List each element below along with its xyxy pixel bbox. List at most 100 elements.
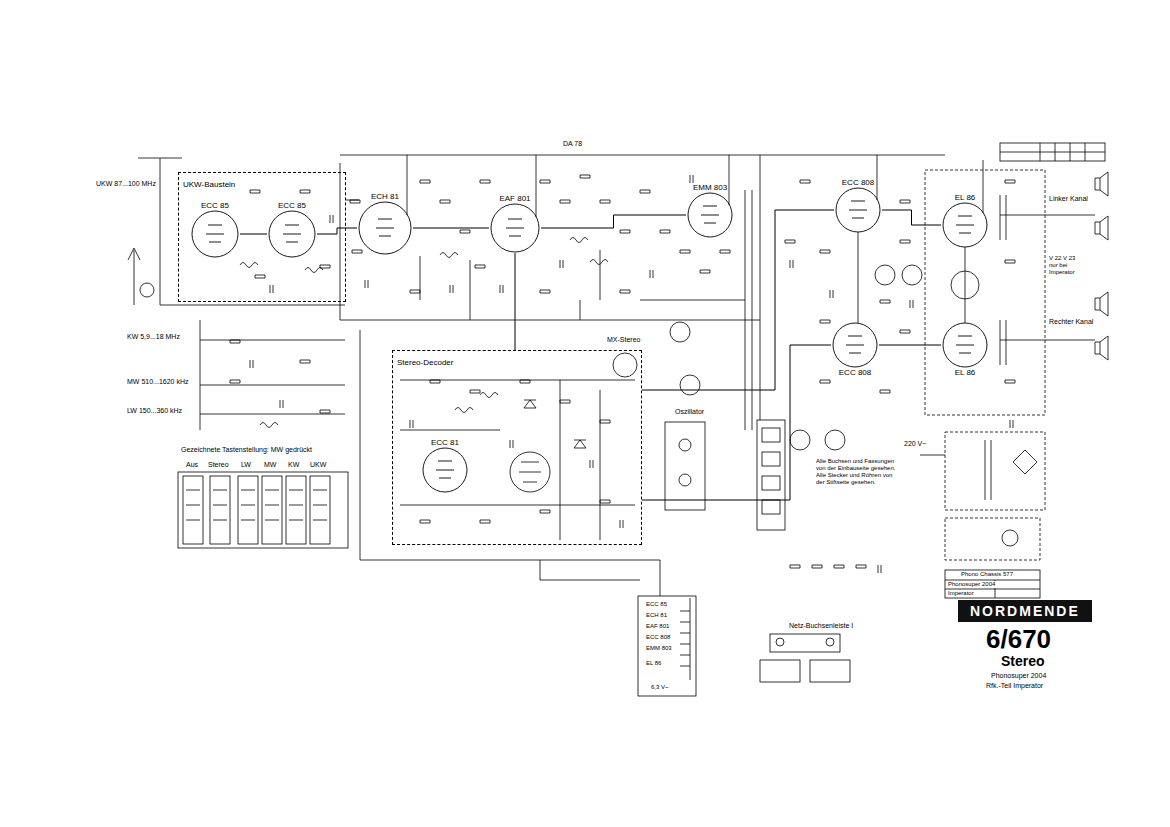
schematic-label: UKW [309, 461, 327, 469]
schematic-label: Rfk.-Teil Imperator [985, 682, 1044, 690]
socket-symbol [613, 353, 637, 377]
tube-type: ECC 808 [839, 368, 871, 377]
tube-type: ECH 81 [371, 192, 399, 201]
tube-type: ECC 85 [201, 201, 229, 210]
tube-envelope [422, 447, 468, 493]
schematic-label: MW [263, 461, 277, 469]
tube-envelope [943, 203, 987, 247]
plug-diagram [762, 428, 780, 442]
tube-envelope [833, 323, 877, 367]
switch-bank [186, 490, 327, 520]
schematic-label: Stereo [207, 461, 230, 469]
module-outline [925, 170, 1045, 560]
tube-electrode [206, 225, 224, 242]
coil-symbol [985, 195, 1006, 500]
module-outline [945, 432, 1045, 510]
schematic-label: MX-Stereo [606, 336, 641, 344]
tube-envelope [942, 322, 988, 368]
schematic-label: DA 78 [562, 140, 583, 148]
brand-logo: NORDMENDE [958, 600, 1092, 622]
switch-bank [310, 476, 330, 544]
signal-wire [413, 228, 489, 229]
socket-symbol [875, 265, 895, 285]
tube-electrode [506, 219, 524, 236]
signal-wire [317, 228, 357, 234]
tube-envelope [269, 211, 315, 257]
capacitor-symbol [250, 175, 1013, 573]
plug-diagram [679, 474, 691, 486]
diode-symbol [524, 400, 1037, 474]
tube-type: EAF 801 [499, 194, 530, 203]
tube-symbol: ECC 808 [831, 322, 879, 377]
schematic-label: LW [240, 461, 252, 469]
mains-socket [760, 660, 800, 682]
coil-symbol [240, 195, 1006, 500]
mains-socket [770, 634, 840, 652]
antenna-symbol [140, 283, 154, 297]
schematic-label: Phonosuper 2004 [990, 672, 1047, 680]
module-outline [925, 170, 1045, 415]
schematic-label: V 22 V 23 nur bei Imperator [1048, 255, 1086, 276]
table-grid [638, 596, 696, 696]
socket-symbol [680, 375, 700, 395]
schematic-label: Linker Kanal [1048, 195, 1089, 203]
tube-envelope [359, 202, 411, 254]
table-grid [638, 143, 1105, 696]
tube-symbol: ECC 81 [421, 438, 469, 493]
tube-symbol: ECC 808 [834, 178, 882, 233]
plug-diagram [665, 420, 785, 530]
plug-diagram [679, 439, 691, 451]
signal-wire [642, 210, 834, 390]
signal-wire [515, 253, 516, 350]
switch-bank [286, 476, 306, 544]
table-grid [1000, 143, 1105, 161]
tube-envelope [832, 322, 878, 368]
schematic-label: EL 86 [645, 660, 662, 667]
tube-type: ECC 81 [431, 438, 459, 447]
tube-electrode [701, 206, 719, 223]
antenna-symbol [128, 248, 140, 305]
tube-type: EL 86 [955, 193, 976, 202]
schematic-label: 6,3 V~ [650, 684, 670, 691]
socket-symbol [776, 638, 784, 646]
tube-envelope [490, 203, 540, 253]
schematic-label: Phono Chassis 577 [960, 571, 1014, 578]
schematic-label: ECC 85 [645, 601, 668, 608]
signal-wire [240, 234, 267, 235]
tube-electrode [283, 225, 301, 242]
socket-symbol [670, 322, 690, 342]
tube-envelope [687, 192, 733, 238]
socket-symbol [1002, 530, 1018, 546]
tube-type: EL 86 [955, 368, 976, 377]
tube-envelope [358, 201, 412, 255]
tube-symbol: ECH 81 [357, 192, 413, 255]
schematic-label: Alle Buchsen und Fassungen von der Einba… [815, 458, 902, 486]
mains-socket [760, 634, 850, 682]
socket-symbol [951, 271, 979, 299]
tube-envelope [191, 210, 239, 258]
triode-symbol [510, 452, 550, 492]
diode-symbol [524, 400, 1037, 474]
tube-envelope [423, 448, 467, 492]
capacitor-symbol [250, 175, 1013, 573]
coil-symbol [240, 238, 608, 428]
module-title: UKW-Baustein [179, 179, 239, 190]
socket-symbol [826, 638, 834, 646]
plug-diagram [757, 420, 785, 530]
tube-envelope [192, 211, 238, 257]
tube-type: ECC 85 [278, 201, 306, 210]
tube-electrode [846, 336, 864, 353]
module-title: Stereo-Decoder [393, 357, 457, 368]
tube-symbol: EMM 803 [686, 183, 734, 238]
module-outline [945, 518, 1040, 560]
module-box: Stereo-DecoderECC 81 [392, 350, 642, 545]
module-box: UKW-BausteinECC 85 ECC 85 [178, 172, 346, 302]
socket-symbol [790, 430, 810, 450]
signal-wire [879, 345, 941, 346]
socket-symbol [825, 430, 845, 450]
switch-bank [262, 476, 282, 544]
schematic-label: EAF 801 [645, 623, 670, 630]
plug-diagram [762, 476, 780, 490]
tube-envelope [836, 188, 880, 232]
schematic-label: LW 150...360 kHz [126, 407, 183, 415]
